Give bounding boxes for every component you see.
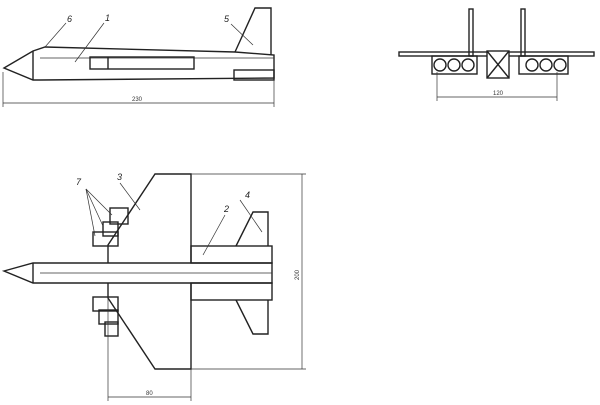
leader-5 (230, 23, 254, 46)
top-tail-lower (235, 299, 269, 335)
leader-6 (44, 22, 67, 48)
dim-200-label: 200 (295, 269, 301, 280)
leader-7a (85, 188, 113, 216)
front-engine-l2 (447, 58, 461, 72)
top-canard-lower-b (98, 309, 119, 325)
callout-6: 6 (67, 14, 72, 24)
top-wing-upper (107, 173, 192, 263)
side-intake (89, 56, 195, 70)
side-bottom-plank (233, 69, 275, 81)
callout-3: 3 (117, 172, 122, 182)
top-canard-upper-b (102, 221, 119, 237)
dim-80-label: 80 (146, 391, 153, 397)
front-pod-right (518, 55, 569, 75)
dim-230-label: 230 (132, 97, 143, 103)
leader-7c (85, 188, 96, 237)
top-canard-lower-a (92, 296, 119, 312)
leader-2 (202, 214, 226, 256)
side-tail-fin (234, 7, 272, 55)
leader-4 (239, 199, 263, 233)
callout-1: 1 (105, 13, 110, 23)
front-engine-l3 (461, 58, 475, 72)
callout-5: 5 (224, 14, 230, 24)
top-view: 7 3 2 4 200 80 (1, 172, 306, 401)
front-fin-left (468, 8, 474, 57)
side-fuselage (2, 46, 275, 81)
front-engine-r2 (539, 58, 553, 72)
top-canard-upper-c (92, 231, 119, 247)
dim-120-label: 120 (493, 91, 504, 97)
front-engine-l1 (433, 58, 447, 72)
top-canard-lower-c (104, 321, 119, 337)
front-engine-r3 (553, 58, 567, 72)
front-fuselage-cross-b (486, 50, 510, 79)
front-view: 120 (398, 8, 595, 101)
leader-3 (119, 182, 141, 211)
leader-1 (74, 22, 105, 63)
top-canard-upper-a (109, 207, 129, 225)
side-view: 6 1 5 230 (2, 7, 275, 107)
top-tail-upper (235, 211, 269, 247)
leader-7b (85, 188, 104, 227)
front-pod-left (431, 55, 478, 75)
callout-4: 4 (245, 190, 250, 200)
top-boom-upper (190, 245, 273, 264)
top-wing-lower (107, 283, 192, 370)
front-engine-r1 (525, 58, 539, 72)
front-fin-right (520, 8, 526, 57)
callout-2: 2 (223, 204, 229, 214)
top-boom-lower (190, 282, 273, 301)
callout-7: 7 (76, 177, 82, 187)
